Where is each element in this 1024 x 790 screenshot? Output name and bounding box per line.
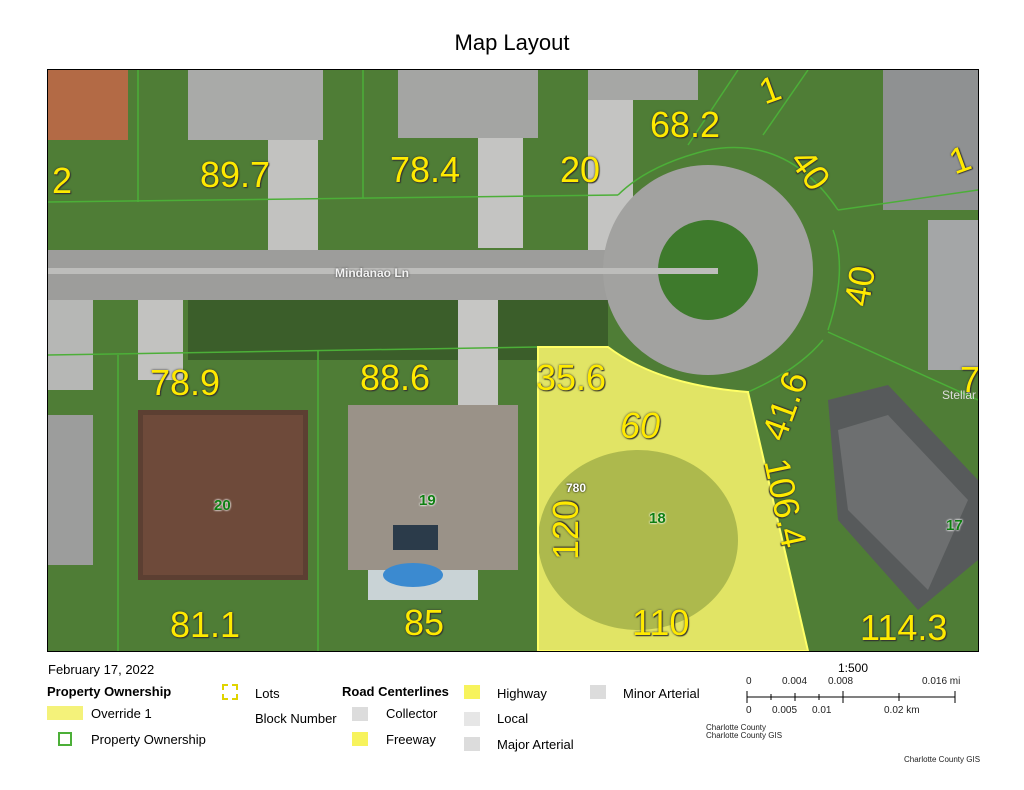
minor-arterial-swatch: [590, 685, 606, 699]
collector-swatch: [352, 707, 368, 721]
major-arterial-swatch: [464, 737, 480, 751]
dimension-label: 120: [545, 499, 587, 561]
dimension-label: 68.2: [650, 104, 721, 145]
override-swatch: [47, 706, 83, 720]
dimension-label: 60: [620, 405, 661, 446]
dimension-label: 7: [960, 359, 979, 400]
lot-number: 19: [419, 492, 436, 509]
dimension-label: 89.7: [200, 154, 271, 195]
legend-major-arterial: Major Arterial: [497, 737, 574, 752]
dimension-label: 110: [632, 602, 690, 643]
freeway-swatch: [352, 732, 368, 746]
scale-km-label: 0: [746, 705, 752, 716]
lot-number: 18: [649, 510, 666, 527]
legend-property-ownership-title: Property Ownership: [47, 684, 172, 699]
scale-mi-label: 0.016 mi: [922, 676, 961, 687]
legend-road-centerlines-title: Road Centerlines: [342, 684, 449, 699]
dimension-label: 81.1: [170, 604, 241, 645]
credit-line: Charlotte County: [706, 723, 767, 732]
legend-override: Override 1: [91, 706, 152, 721]
dimension-label: 40: [835, 262, 884, 310]
address-label: 780: [566, 481, 587, 495]
highway-swatch: [464, 685, 480, 699]
map-title: Map Layout: [454, 30, 570, 55]
legend-freeway: Freeway: [386, 732, 436, 747]
scale-mi-label: 0: [746, 676, 752, 687]
dimension-label: 78.4: [390, 149, 461, 190]
aerial-map-canvas[interactable]: [48, 70, 978, 651]
scale-km-label: 0.01: [812, 705, 832, 716]
credit-line: Charlotte County GIS: [706, 731, 783, 740]
scale-bar: [746, 691, 956, 703]
scale-km-label: 0.005: [772, 705, 798, 716]
dimension-label: 88.6: [360, 357, 431, 398]
footer-credit: Charlotte County GIS: [904, 755, 981, 764]
ownership-swatch: [58, 732, 72, 746]
legend-minor-arterial: Minor Arterial: [623, 686, 700, 701]
dimension-label: 2: [52, 160, 73, 201]
lot-number: 20: [214, 497, 231, 514]
map-frame[interactable]: Mindanao Ln 2 89.7 78.4 20 68.2 1 40 1 4…: [47, 69, 979, 652]
scale-km-label: 0.02 km: [884, 705, 920, 716]
legend-lots: Lots: [255, 686, 280, 701]
legend-property-ownership: Property Ownership: [91, 732, 206, 747]
scale-mi-label: 0.004: [782, 676, 808, 687]
scale-ratio: 1:500: [838, 661, 869, 675]
street-label: Mindanao Ln: [335, 266, 409, 280]
lots-swatch: [222, 684, 238, 700]
dimension-label: 114.3: [860, 607, 948, 648]
dimension-label: 35.6: [536, 357, 607, 398]
legend-collector: Collector: [386, 706, 438, 721]
legend-block-number: Block Number: [255, 711, 337, 726]
watermark-text: Stellar: [942, 388, 977, 402]
local-swatch: [464, 712, 480, 726]
scale-mi-label: 0.008: [828, 676, 854, 687]
dimension-label: 85: [404, 602, 445, 643]
legend-highway: Highway: [497, 686, 547, 701]
dimension-label: 78.9: [150, 362, 221, 403]
lot-number: 17: [946, 517, 963, 534]
map-date: February 17, 2022: [48, 662, 155, 677]
legend-local: Local: [497, 711, 529, 726]
dimension-label: 20: [560, 149, 601, 190]
